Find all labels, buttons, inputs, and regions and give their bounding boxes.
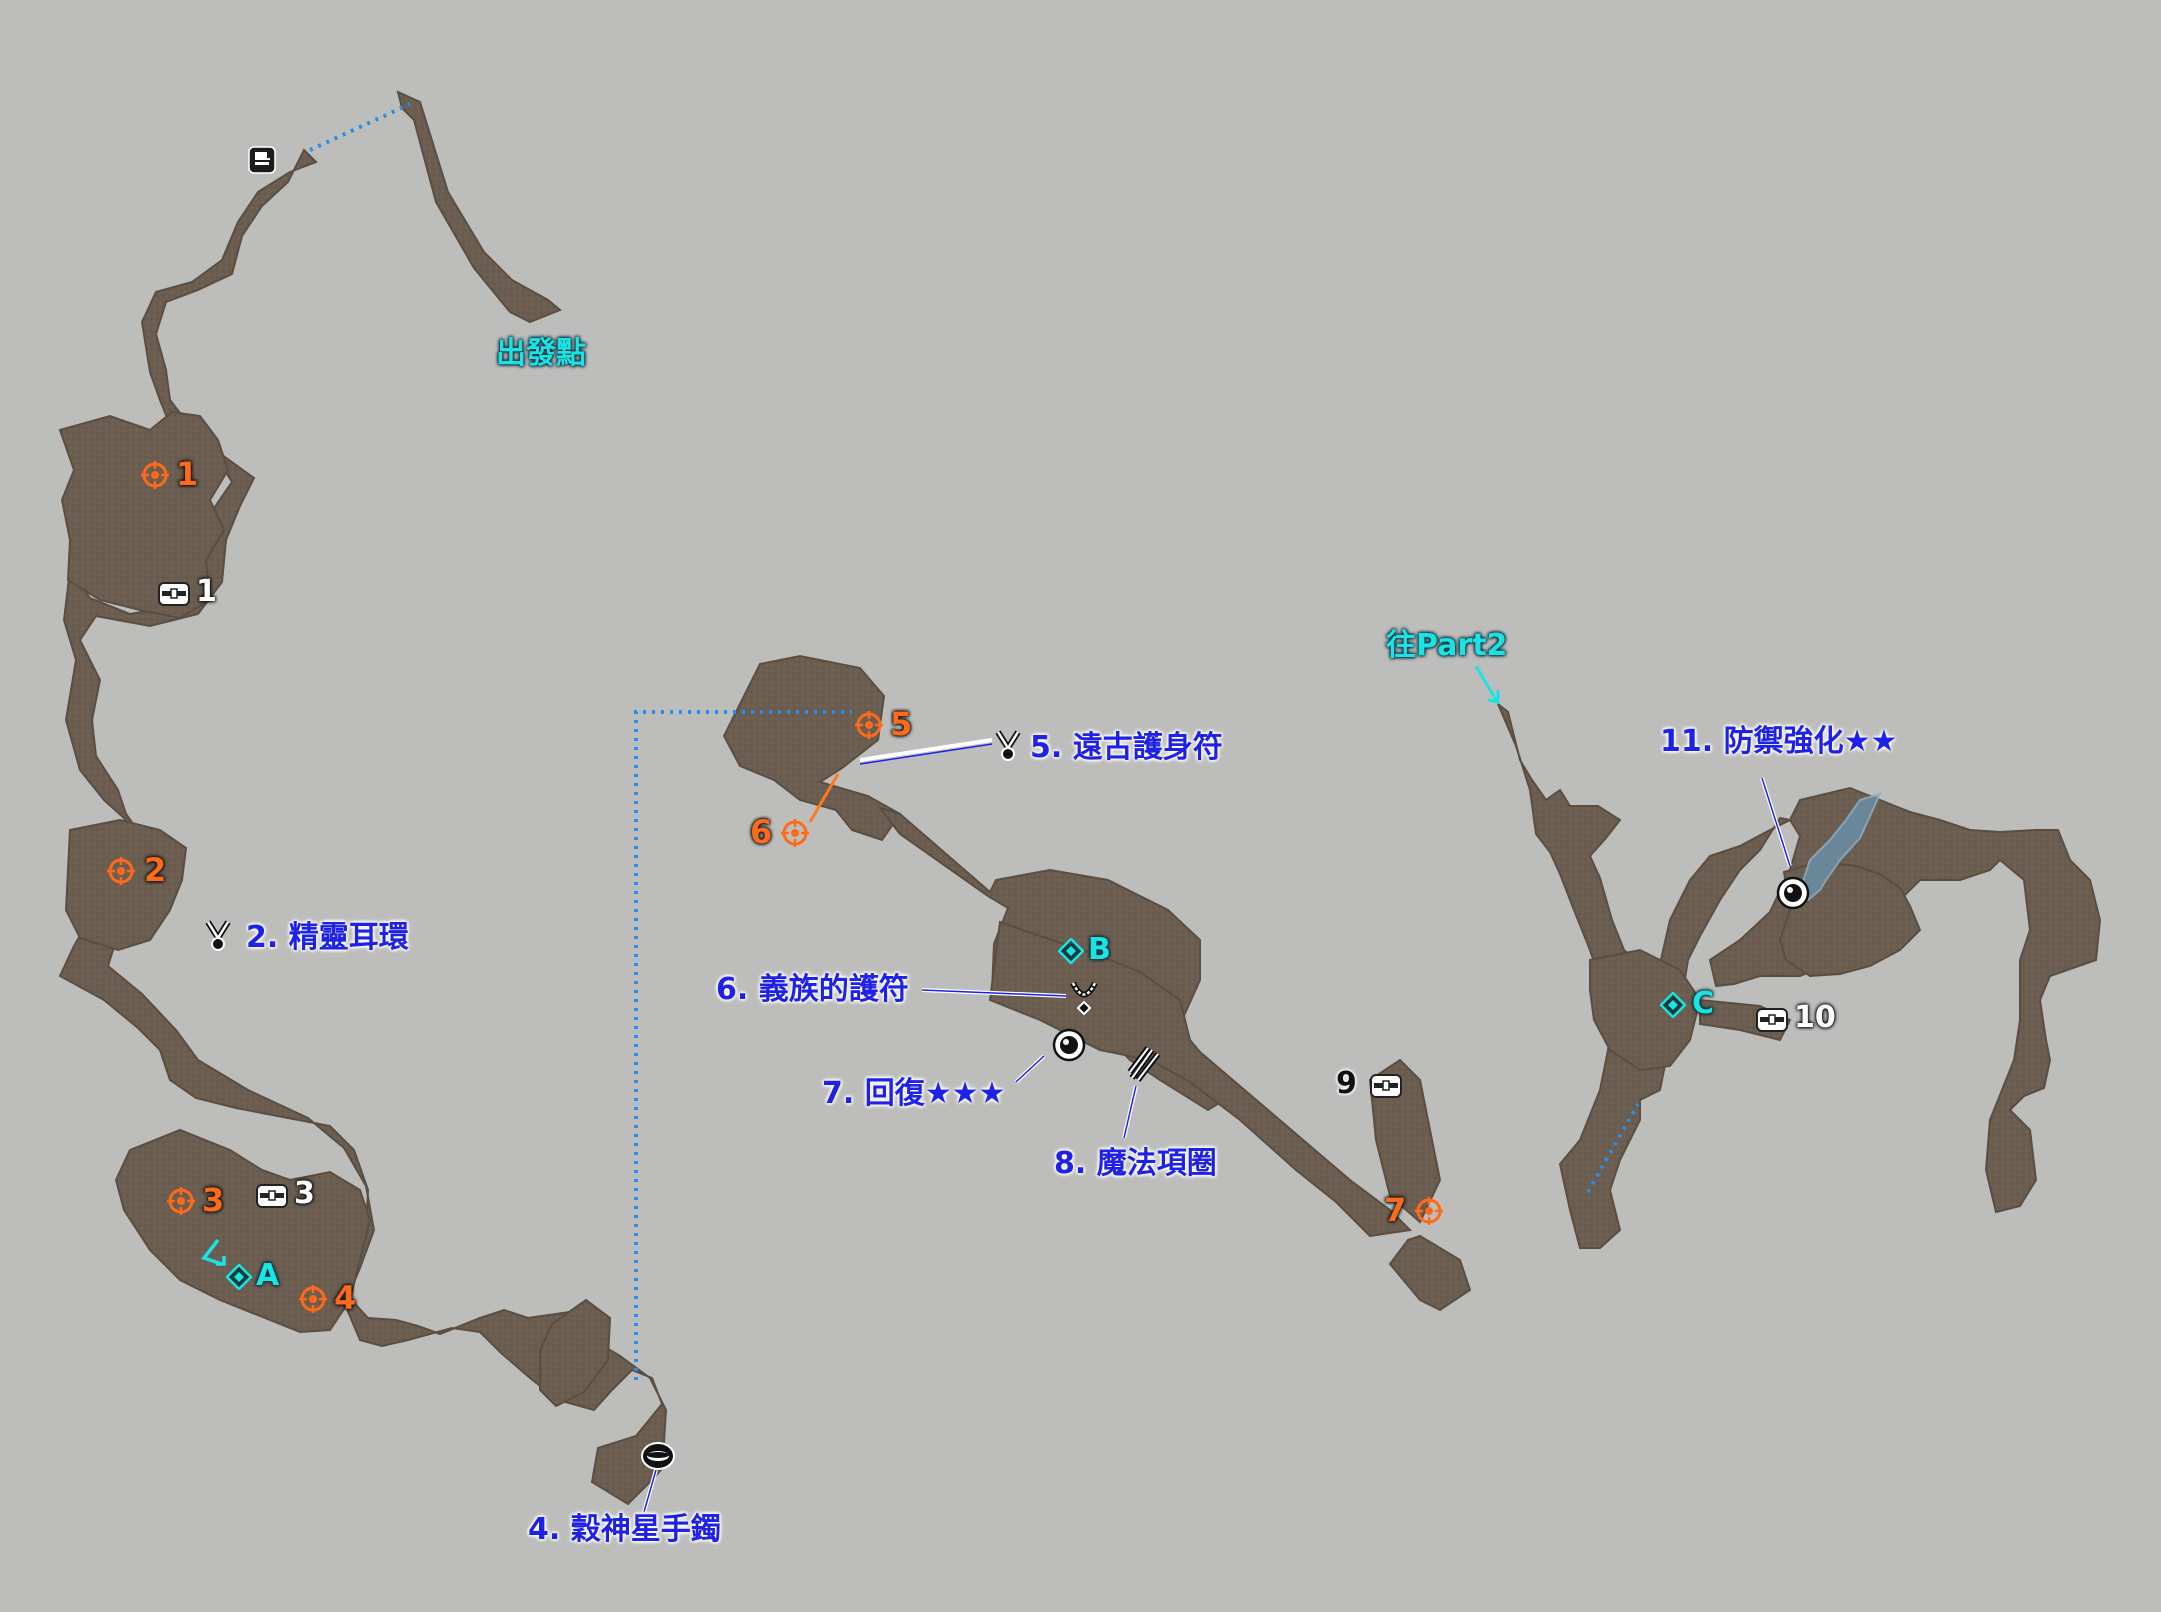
switch-letter: B: [1088, 932, 1111, 967]
chest-number: 10: [1794, 1000, 1836, 1035]
target-icon: [141, 461, 169, 489]
accessory-icon[interactable]: [202, 918, 234, 954]
item-label-restore-materia[interactable]: 7. 回復★★★: [822, 1076, 1006, 1111]
exit-arrow-icon: [1474, 665, 1500, 704]
target-icon: [299, 1285, 327, 1313]
item-label-ceres-bracelet[interactable]: 4. 穀神星手鐲: [528, 1512, 721, 1547]
collar-icon[interactable]: [1126, 1046, 1162, 1082]
item-label-elf-earring[interactable]: 2. 精靈耳環: [246, 920, 409, 955]
start-label: 出發點: [496, 336, 586, 371]
switch-letter: A: [256, 1258, 280, 1293]
target-icon: [855, 711, 883, 739]
chest-icon: [256, 1184, 288, 1208]
enemy-number: 6: [750, 813, 773, 851]
chest-number: 9: [1336, 1066, 1357, 1101]
target-icon: [1415, 1197, 1443, 1225]
turn-arrow-icon: [201, 1238, 226, 1266]
enemy-number: 7: [1384, 1191, 1407, 1229]
necklace-icon[interactable]: [1068, 980, 1100, 1016]
enemy-number: 2: [144, 851, 167, 889]
chest-icon: [1756, 1008, 1788, 1032]
exit-label[interactable]: 往Part2: [1386, 628, 1508, 663]
switch-letter: C: [1692, 986, 1715, 1021]
chest-number: 3: [294, 1176, 315, 1211]
target-icon: [107, 857, 135, 885]
terrain-center-building: [722, 654, 1472, 1312]
materia-icon[interactable]: [1776, 876, 1810, 910]
diamond-switch-icon: [1660, 992, 1686, 1018]
wall-segment: [808, 773, 840, 823]
vending-terminal-icon[interactable]: [248, 146, 276, 174]
terrain-right-cave: [1497, 703, 2102, 1249]
item-label-magic-collar[interactable]: 8. 魔法項圈: [1054, 1146, 1217, 1181]
target-icon: [167, 1187, 195, 1215]
accessory-icon[interactable]: [992, 728, 1024, 764]
enemy-number: 3: [202, 1181, 225, 1219]
enemy-number: 1: [176, 455, 199, 493]
item-label-clan-charm[interactable]: 6. 義族的護符: [716, 972, 909, 1007]
lake-area: [1798, 792, 1882, 902]
target-icon: [781, 819, 809, 847]
chest-number: 1: [196, 574, 217, 609]
chest-icon: [158, 582, 190, 606]
enemy-number: 5: [890, 705, 913, 743]
item-label-ancient-talisman[interactable]: 5. 遠古護身符: [1030, 730, 1223, 765]
item-label-defense-materia[interactable]: 11. 防禦強化★★: [1660, 724, 1898, 759]
diamond-switch-icon: [1058, 938, 1084, 964]
callout-lines: [642, 738, 1792, 1513]
materia-icon[interactable]: [1052, 1028, 1086, 1062]
diamond-switch-icon: [226, 1264, 252, 1290]
enemy-number: 4: [334, 1279, 357, 1317]
chest-icon: [1370, 1074, 1402, 1098]
route-connectors: [309, 102, 1640, 1380]
bracelet-icon[interactable]: [640, 1440, 676, 1472]
terrain-left-cave: [58, 90, 670, 1506]
